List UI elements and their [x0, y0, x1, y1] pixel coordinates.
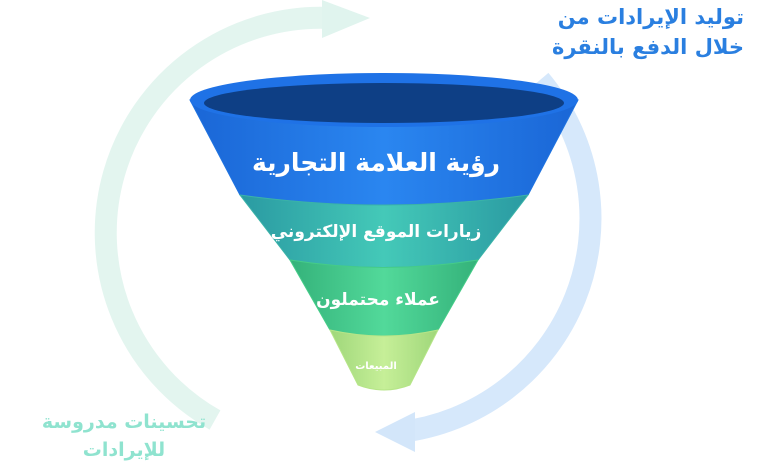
- cycle-arc-left: [94, 6, 331, 430]
- arrow-bottom-icon: [375, 412, 415, 452]
- arrow-top-icon: [322, 0, 370, 38]
- stage-label-1: رؤية العلامة التجارية: [251, 148, 501, 177]
- top-caption-line-1: توليد الإيرادات من: [557, 5, 744, 29]
- bottom-caption: تحسينات مدروسة للإيرادات: [24, 408, 224, 464]
- stage-label-4: المبيعات: [355, 361, 397, 372]
- funnel-opening: [204, 83, 564, 123]
- funnel-stage-4: [329, 329, 439, 391]
- bottom-caption-line-1: تحسينات مدروسة: [41, 411, 207, 433]
- top-caption: توليد الإيرادات من خلال الدفع بالنقرة: [552, 2, 744, 62]
- bottom-caption-line-2: للإيرادات: [82, 439, 166, 461]
- stage-label-3: عملاء محتملون: [316, 290, 440, 310]
- stage-label-2: زيارات الموقع الإلكتروني: [270, 222, 482, 242]
- top-caption-line-2: خلال الدفع بالنقرة: [551, 35, 744, 59]
- cycle-arc-right: [398, 72, 602, 443]
- cycle-ring: [94, 0, 602, 452]
